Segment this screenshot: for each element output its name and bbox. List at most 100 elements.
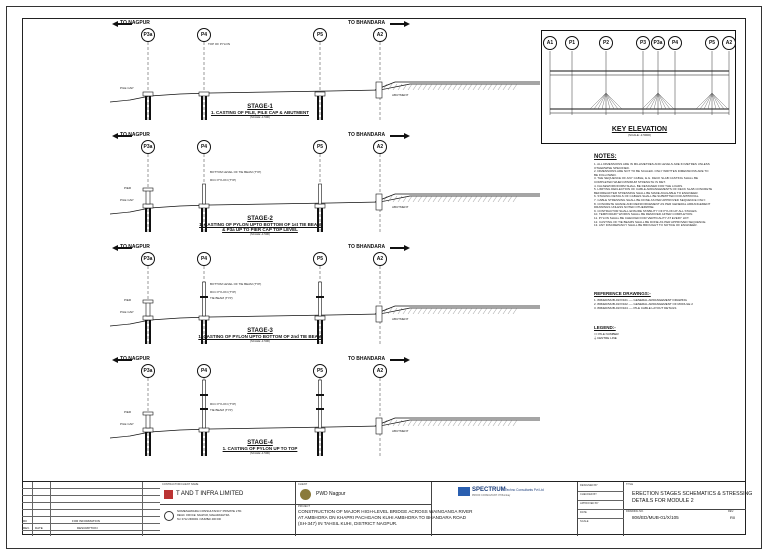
- stay-cable: [645, 92, 659, 110]
- drawing-number: 806/ED/MUB-01/X/105: [632, 515, 679, 520]
- project-line-3: (SH-347) IN TAHSIL KUHI, DISTRICT NAGPUR…: [298, 521, 398, 526]
- pier-p3a: [145, 301, 151, 317]
- pier-bubble-p5: P5: [313, 364, 327, 378]
- design-consultant-logo: [164, 511, 174, 521]
- pier-bubble-a2: A2: [373, 140, 387, 154]
- pile-cap: [198, 315, 210, 321]
- direction-right-label: TO BHANDARA: [348, 20, 386, 26]
- label-pilecap: PILE CAP: [120, 310, 134, 314]
- pile-cap: [142, 203, 154, 209]
- pile: [201, 320, 203, 344]
- pier-cap: [142, 299, 154, 304]
- stage-scale: (SCALE:-1:500): [250, 339, 270, 343]
- pile-cap: [198, 91, 210, 97]
- note-line: 2. DIMENSIONS ARE NOT TO BE SCALED. ONLY…: [594, 170, 709, 174]
- stage-1-elevation: [110, 21, 540, 120]
- stage-description: 1. CASTING OF PYLON UPTO BOTTOM OF 1st T…: [199, 222, 321, 227]
- signoff-cell: DESIGNED BY CHECKED BY APPROVED BY DATE …: [578, 482, 624, 536]
- stage-4-elevation: [110, 357, 540, 456]
- note-line: 12. CASTING OF TIE BEAMS SHALL BE DONE A…: [594, 220, 707, 224]
- notes-section: NOTES: 1. ALL DIMENSIONS ARE IN MILLIMET…: [594, 154, 744, 228]
- key-elevation-title: KEY ELEVATION: [611, 126, 668, 133]
- pile-cap: [314, 91, 326, 97]
- stay-cable: [605, 92, 611, 110]
- pile-cap: [314, 203, 326, 209]
- legend-title: LEGEND:-: [594, 325, 616, 330]
- note-line: COMPLETED WHEN MINIMUM STRENGTH IS MET.: [594, 180, 666, 184]
- design-consultant-address2: Tel: 0712 2600001 / MUMBAI 400 000: [177, 518, 221, 521]
- stage-scale: (SCALE:-1:500): [250, 115, 270, 119]
- stay-cable: [605, 92, 619, 110]
- tie-beam: [316, 296, 324, 298]
- pile: [205, 432, 207, 456]
- stay-cable: [695, 92, 713, 110]
- reference-drawings: REFERENCE DRAWINGS:- 1. 806/ED/MUB-01/X/…: [594, 291, 744, 310]
- references-title: REFERENCE DRAWINGS:-: [594, 291, 651, 296]
- pier-bubble-p4: P4: [197, 140, 211, 154]
- contractor-cell: CONTRACTOR/CLIENT NAME T AND T INFRA LIM…: [160, 482, 296, 536]
- stay-cable: [711, 92, 717, 110]
- note-line: 1. ALL DIMENSIONS ARE IN MILLIMETRES AND…: [594, 163, 710, 166]
- tie-beam: [316, 408, 324, 410]
- ground-profile: [110, 419, 540, 439]
- note-line: 6. STAGING DETAILS OF CABLES SHALL BE SU…: [594, 195, 700, 199]
- key-bubble-p1: P1: [565, 36, 579, 50]
- contractor-logo: [164, 490, 173, 499]
- approved-by-label: APPROVED BY: [580, 502, 599, 505]
- stage-2-elevation: [110, 133, 540, 232]
- label-pylon: RCC PYLON (TYP): [210, 178, 237, 182]
- direction-left-label: TO NAGPUR: [120, 244, 150, 250]
- rcc-pylon: [202, 281, 206, 317]
- title-label: TITLE: [626, 483, 634, 486]
- key-bubble-p3: P3: [636, 36, 650, 50]
- pile: [321, 432, 323, 456]
- note-line: 10. TEMPORARY WORKS SHALL BE REMOVED AFT…: [594, 213, 694, 217]
- pier-bubble-p5: P5: [313, 28, 327, 42]
- abutment: [375, 417, 383, 435]
- stage-title: STAGE-2: [247, 216, 273, 222]
- pile: [321, 208, 323, 232]
- label-pylon: RCC PYLON (TYP): [210, 290, 237, 294]
- key-bubble-a1: A1: [543, 36, 557, 50]
- pile: [201, 96, 203, 120]
- contractor-name: T AND T INFRA LIMITED: [176, 491, 244, 497]
- pier-bubble-a2: A2: [373, 364, 387, 378]
- direction-right-label: TO BHANDARA: [348, 132, 386, 138]
- stay-cable: [593, 92, 607, 110]
- stay-cable: [699, 92, 713, 110]
- label-pilecap: PILE CAP: [120, 198, 134, 202]
- note-line: BE FOLLOWED.: [594, 173, 617, 177]
- pile: [205, 96, 207, 120]
- rev-value: R0: [730, 515, 736, 520]
- label-abutment: ABUTMENT: [392, 205, 409, 209]
- ground-profile: [110, 307, 540, 327]
- stage-scale: (SCALE:-1:500): [250, 451, 270, 455]
- date-label: DATE: [580, 511, 587, 514]
- stage-title: STAGE-4: [247, 440, 273, 446]
- project-label: PROJECT: [298, 505, 311, 508]
- rev-header-desc: DESCRIPTION: [77, 526, 98, 530]
- tie-beam: [200, 394, 208, 396]
- label-top-of-pylon: TOP OF PYLON: [208, 42, 231, 46]
- stay-cable: [657, 92, 663, 110]
- stay-cable: [711, 92, 725, 110]
- label-tie-beam: BOTTOM LEVEL OF TIE BEAM (TYP): [210, 170, 262, 174]
- label-pilecap: PILE CAP: [120, 422, 134, 426]
- consultant-logo: [458, 487, 470, 496]
- revision-table: R0 FOR INFORMATION REV. DATE DESCRIPTION: [22, 482, 160, 536]
- label-pier: PIER: [124, 410, 132, 414]
- pile: [145, 320, 147, 344]
- key-bubble-p2: P2: [599, 36, 613, 50]
- note-line: 9. CONTRACTOR SHALL ENSURE STABILITY OF …: [594, 209, 698, 213]
- notes-title: NOTES:: [594, 154, 617, 160]
- rev-row-r0: R0: [23, 519, 27, 523]
- pier-bubble-p4: P4: [197, 28, 211, 42]
- pile-cap: [142, 315, 154, 321]
- label-tie: TIE BEAM (TYP): [210, 296, 233, 300]
- scale-label: SCALE: [580, 520, 589, 523]
